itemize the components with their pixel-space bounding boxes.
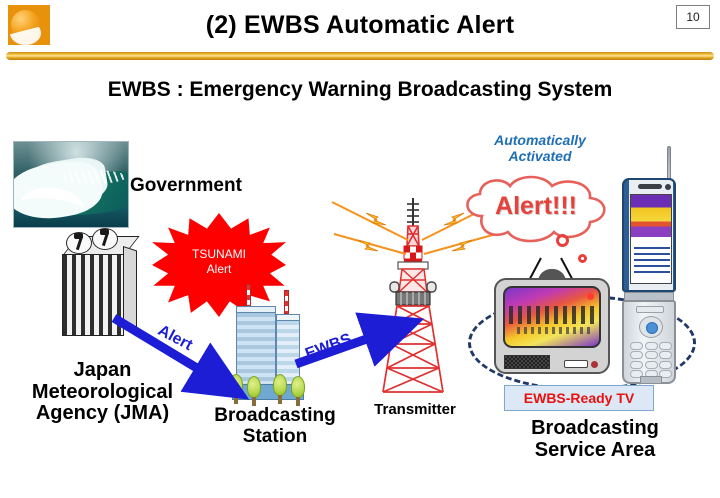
auto-line2: Activated <box>508 147 572 164</box>
broadcasting-service-area-label: Broadcasting Service Area <box>480 417 710 461</box>
alert-arrow-label: Alert <box>155 322 196 355</box>
service-area-line2: Service Area <box>534 438 656 461</box>
page-title: (2) EWBS Automatic Alert <box>205 10 515 39</box>
jma-label-line3: Agency (JMA) <box>35 402 170 425</box>
jma-label-line2: Meteorological <box>31 380 174 403</box>
station-label-line1: Broadcasting <box>214 405 336 426</box>
service-area-line1: Broadcasting <box>531 417 659 439</box>
government-building-with-satellite-dishes-icon <box>52 228 144 346</box>
broadcasting-station-label: Broadcasting Station <box>180 405 370 447</box>
orange-sphere-logo-icon <box>8 5 50 45</box>
header-divider <box>6 52 714 60</box>
jma-label: Japan Meteorological Agency (JMA) <box>0 359 205 425</box>
alert-cloud-bubble: Alert!!! <box>452 172 620 250</box>
automatically-activated-label: Automatically Activated <box>455 132 625 164</box>
mobile-flip-phone-icon <box>620 146 682 388</box>
transmitter-label: Transmitter <box>374 401 456 418</box>
broadcast-station-building-icon <box>222 284 312 406</box>
subtitle: EWBS : Emergency Warning Broadcasting Sy… <box>107 78 613 101</box>
tsunami-alert-starburst: TSUNAMI Alert <box>148 209 290 321</box>
station-label-line2: Station <box>242 425 308 447</box>
starburst-line2: Alert <box>206 261 232 276</box>
starburst-line1: TSUNAMI <box>192 247 246 261</box>
crt-television-icon <box>494 234 610 374</box>
government-label: Government <box>130 175 242 196</box>
page-number-badge: 10 <box>676 5 710 29</box>
transmitter-tower-icon <box>382 198 444 393</box>
alert-text: Alert!!! <box>495 192 577 220</box>
ewbs-ready-tv-badge: EWBS-Ready TV <box>504 385 654 411</box>
radio-wave-lines-icon <box>331 201 499 255</box>
tsunami-wave-photo <box>13 141 129 228</box>
jma-label-line1: Japan <box>73 359 132 381</box>
auto-line1: Automatically <box>494 132 586 148</box>
